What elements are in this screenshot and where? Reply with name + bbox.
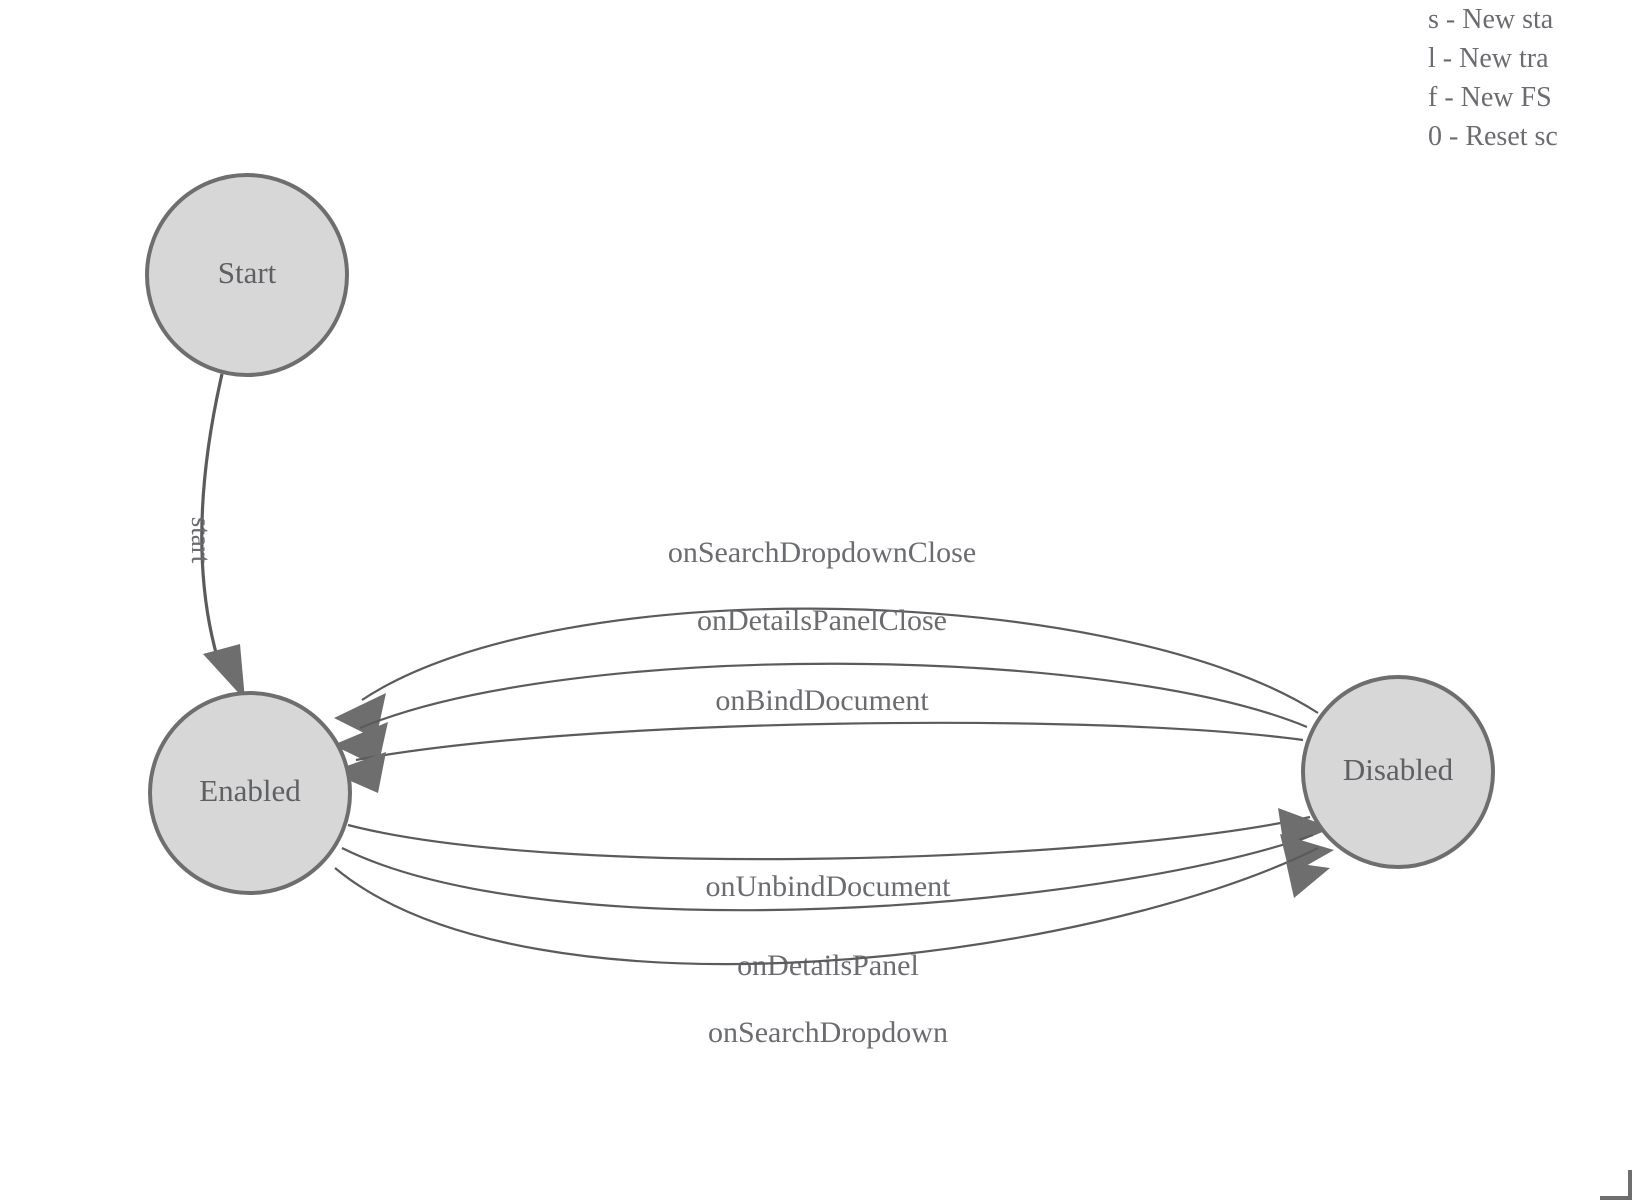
keyboard-shortcut-legend: s - New sta l - New tra f - New FS 0 - R…: [1428, 0, 1632, 156]
state-label-disabled: Disabled: [1343, 752, 1454, 787]
arrowhead-onsearchdropdownclose: [334, 693, 386, 739]
edge-line-ondetailspanel: [341, 833, 1314, 912]
transition-disabled-to-enabled-ondetailspanelclose[interactable]: onDetailsPanelClose: [333, 604, 1308, 767]
state-node-start[interactable]: Start: [145, 173, 349, 377]
edge-label-onbinddocument: onBindDocument: [715, 684, 929, 717]
transition-start-to-enabled[interactable]: start: [186, 373, 245, 700]
edge-label-ondetailspanel: onDetailsPanel: [737, 949, 919, 982]
edge-label-start: start: [186, 517, 216, 564]
canvas-corner-marker: [1600, 1170, 1632, 1204]
transition-disabled-to-enabled-onsearchdropdownclose[interactable]: onSearchDropdownClose: [334, 536, 1319, 739]
legend-line-new-fsm: f - New FS: [1428, 82, 1552, 113]
state-circle-start: [145, 173, 349, 377]
edge-label-onsearchdropdownclose: onSearchDropdownClose: [668, 536, 976, 569]
state-label-enabled: Enabled: [199, 773, 301, 808]
corner-marker-vertical: [1628, 1170, 1632, 1200]
edge-label-ondetailspanelclose: onDetailsPanelClose: [697, 604, 947, 637]
state-node-enabled[interactable]: Enabled: [148, 691, 352, 895]
transition-disabled-to-enabled-onbinddocument[interactable]: onBindDocument: [330, 684, 1304, 793]
state-circle-enabled: [148, 691, 352, 895]
edge-line-onunbinddocument: [347, 815, 1311, 861]
legend-line-new-state: s - New sta: [1428, 4, 1554, 35]
state-label-start: Start: [218, 255, 277, 290]
corner-marker-horizontal: [1600, 1196, 1632, 1200]
edge-line-ondetailspanelclose: [359, 662, 1308, 730]
edge-line-onsearchdropdown: [334, 847, 1319, 966]
arrowhead-start-enabled: [203, 644, 245, 700]
edge-line-start-enabled: [200, 373, 224, 661]
edge-label-onsearchdropdown: onSearchDropdown: [708, 1016, 948, 1049]
transition-enabled-to-disabled-onunbinddocument[interactable]: onUnbindDocument: [347, 808, 1332, 903]
edge-line-onsearchdropdownclose: [361, 607, 1319, 714]
state-circle-disabled: [1301, 675, 1495, 869]
legend-line-reset: 0 - Reset sc: [1428, 121, 1558, 152]
arrowhead-onsearchdropdown: [1286, 862, 1330, 898]
legend-line-new-transition: l - New tra: [1428, 43, 1549, 74]
edge-line-onbinddocument: [355, 721, 1304, 762]
state-node-disabled[interactable]: Disabled: [1301, 675, 1495, 869]
edge-label-onunbinddocument: onUnbindDocument: [706, 870, 952, 903]
arrowhead-onbinddocument: [330, 752, 386, 793]
transition-enabled-to-disabled-onsearchdropdown[interactable]: onSearchDropdown: [334, 847, 1330, 1049]
